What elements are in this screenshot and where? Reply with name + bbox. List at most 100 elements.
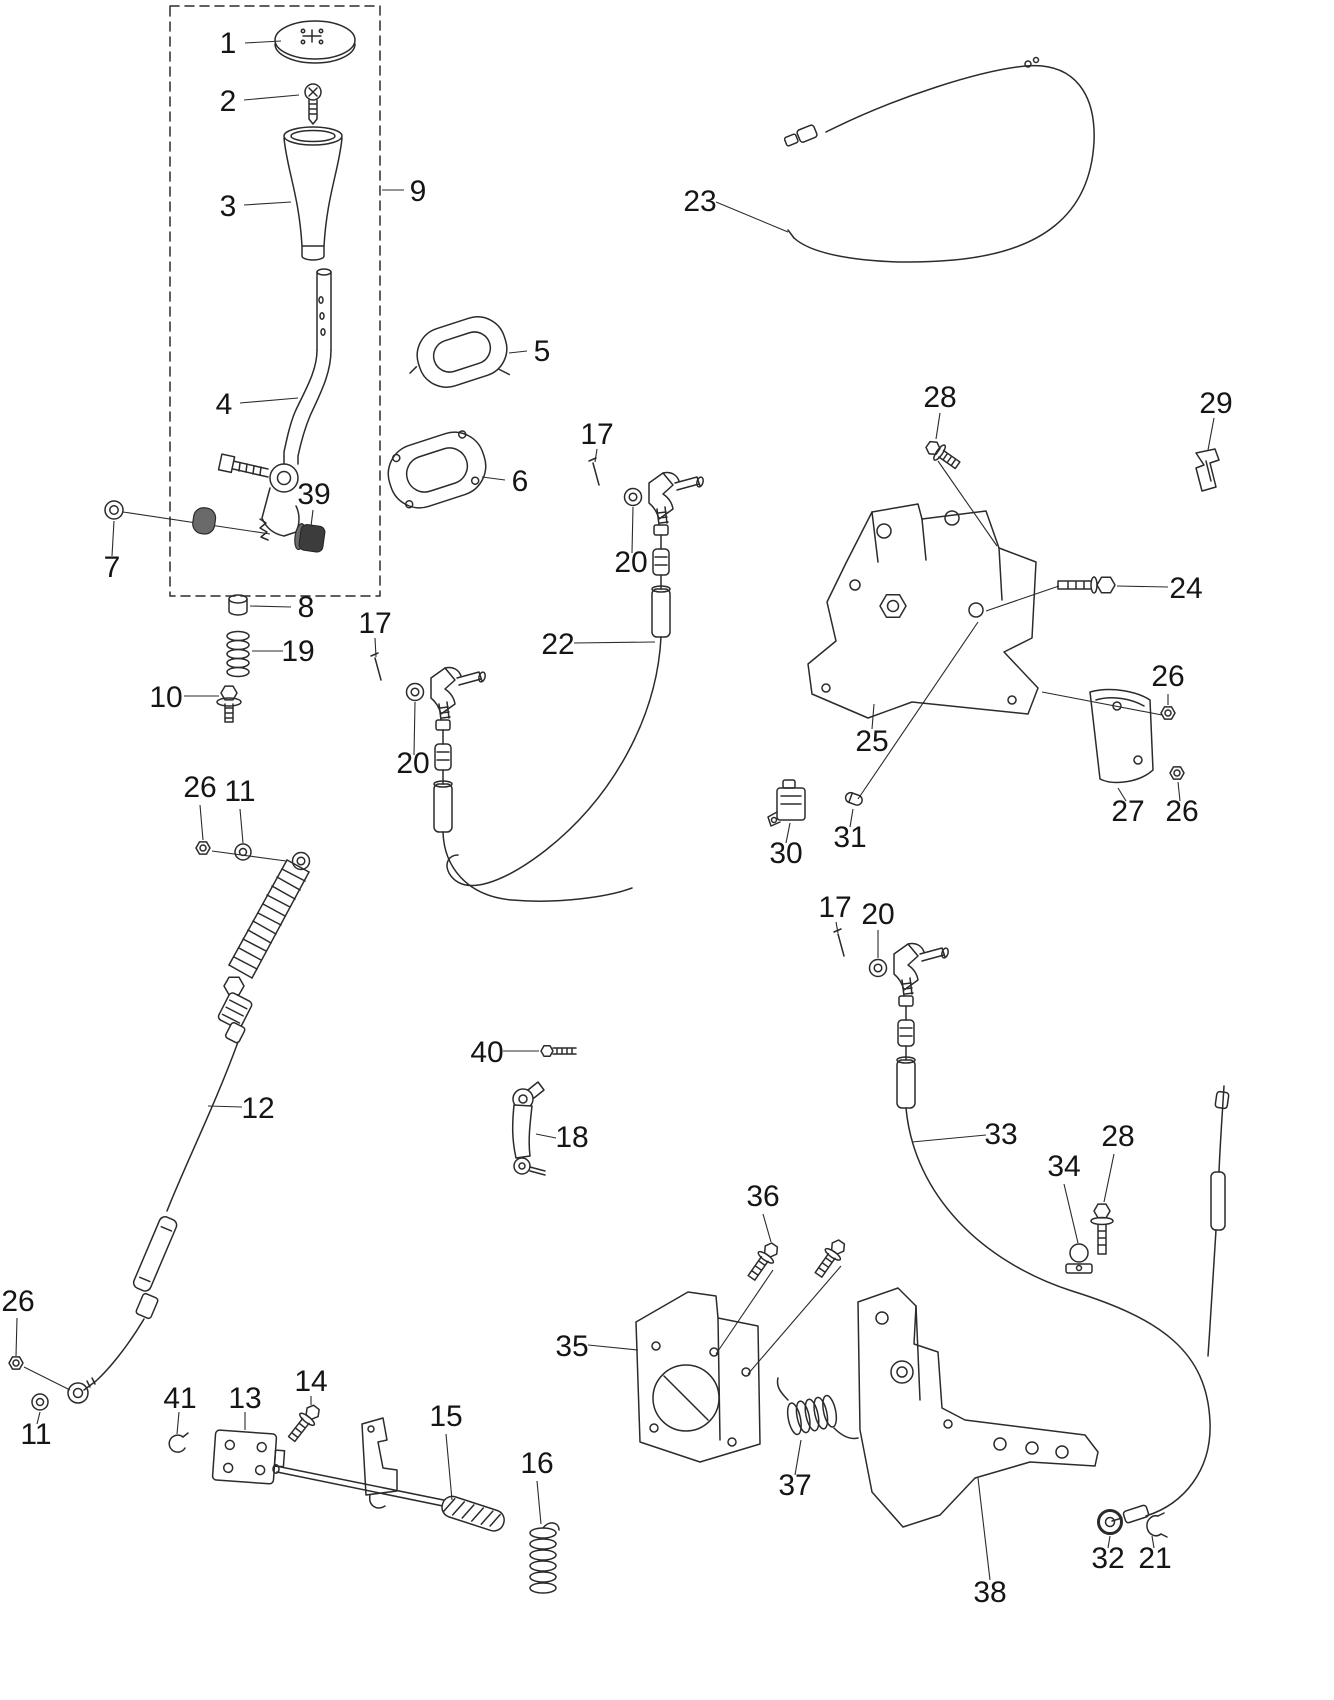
callout-2: 2 xyxy=(220,85,237,118)
part-6-gasket-plate xyxy=(387,430,487,509)
part-4-shift-lever xyxy=(217,268,332,541)
part-39-bushing xyxy=(294,523,326,553)
part-28-bolt-b xyxy=(1090,1203,1114,1255)
part-11-washer-b xyxy=(31,1393,49,1411)
part-41-clip xyxy=(168,1432,189,1453)
callout-33: 33 xyxy=(984,1118,1017,1151)
part-22-cable xyxy=(442,636,662,902)
part-29-clip xyxy=(1195,448,1220,492)
dashed-assembly-box xyxy=(169,5,381,597)
callout-41: 41 xyxy=(163,1382,196,1415)
part-37-spring xyxy=(776,1377,859,1440)
callout-labels: 1 2 3 4 9 5 6 7 39 8 19 10 17 20 22 23 2… xyxy=(1,27,1232,1609)
leader-lines xyxy=(15,40,1215,1581)
part-8-bushing xyxy=(228,594,248,616)
part-10-bolt xyxy=(216,685,242,723)
callout-22: 22 xyxy=(541,628,574,661)
part-26-nut-b xyxy=(1169,766,1185,780)
callout-20-a: 20 xyxy=(614,546,647,579)
part-2-screw xyxy=(304,83,322,125)
callout-16: 16 xyxy=(520,1447,553,1480)
callout-10: 10 xyxy=(149,681,182,714)
part-26-nut-c xyxy=(195,841,211,855)
part-26-nut-a xyxy=(1160,706,1176,720)
part-26-nut-d xyxy=(8,1356,24,1370)
callout-17-a: 17 xyxy=(580,418,613,451)
part-19-spring xyxy=(226,630,250,678)
part-21-clip xyxy=(1146,1512,1168,1538)
part-13-plate xyxy=(211,1429,286,1485)
callout-18: 18 xyxy=(555,1121,588,1154)
part-25-bracket xyxy=(807,503,1039,719)
callout-23: 23 xyxy=(683,185,716,218)
callout-39: 39 xyxy=(297,478,330,511)
part-20-clevis-c xyxy=(833,928,951,1109)
pivot-bushing xyxy=(192,507,217,535)
callout-15: 15 xyxy=(429,1400,462,1433)
part-15-rod-assembly xyxy=(272,1417,505,1532)
callout-20-b: 20 xyxy=(396,747,429,780)
callout-35: 35 xyxy=(555,1330,588,1363)
part-40-screw xyxy=(540,1045,577,1057)
callout-19: 19 xyxy=(281,635,314,668)
callout-3: 3 xyxy=(220,190,237,223)
part-20-clevis-b xyxy=(370,652,488,833)
callout-1: 1 xyxy=(220,27,237,60)
callout-9: 9 xyxy=(410,175,427,208)
callout-14: 14 xyxy=(294,1365,327,1398)
part-14-bolt xyxy=(287,1404,320,1443)
part-33-cable xyxy=(905,1085,1230,1524)
callout-40: 40 xyxy=(470,1036,503,1069)
part-12-cable xyxy=(67,851,311,1404)
callout-29: 29 xyxy=(1199,387,1232,420)
part-30-switch xyxy=(767,779,806,827)
callout-17-c: 17 xyxy=(818,891,851,924)
part-24-bolt xyxy=(1057,576,1116,594)
part-1-shift-knob-cap xyxy=(274,20,356,64)
callout-36: 36 xyxy=(746,1180,779,1213)
callout-12: 12 xyxy=(241,1092,274,1125)
callout-11-b: 11 xyxy=(20,1418,51,1451)
part-36-bolts xyxy=(747,1239,846,1281)
callout-28-a: 28 xyxy=(923,381,956,414)
callout-31: 31 xyxy=(833,821,866,854)
callout-4: 4 xyxy=(216,388,233,421)
part-28-bolt-a xyxy=(925,440,961,470)
callout-20-c: 20 xyxy=(861,898,894,931)
part-34-clamp xyxy=(1065,1243,1093,1274)
callout-11-a: 11 xyxy=(224,775,255,808)
callout-5: 5 xyxy=(534,335,551,368)
part-32-washer xyxy=(1097,1509,1123,1535)
callout-7: 7 xyxy=(104,551,121,584)
part-16-spring xyxy=(529,1522,560,1594)
part-5-gasket-plate xyxy=(409,316,511,388)
part-3-shift-boot xyxy=(283,126,343,261)
callout-26-a: 26 xyxy=(1151,660,1184,693)
part-11-washer-a xyxy=(234,843,252,861)
callout-28-b: 28 xyxy=(1101,1120,1134,1153)
part-38-pedal-bracket xyxy=(857,1287,1099,1528)
callout-26-b: 26 xyxy=(1165,795,1198,828)
callout-21: 21 xyxy=(1138,1542,1171,1575)
callout-26-d: 26 xyxy=(1,1285,34,1318)
callout-24: 24 xyxy=(1169,572,1202,605)
callout-26-c: 26 xyxy=(183,771,216,804)
callout-8: 8 xyxy=(298,591,315,624)
callout-37: 37 xyxy=(778,1469,811,1502)
assembly-guide-lines xyxy=(23,460,1163,1391)
callout-34: 34 xyxy=(1047,1150,1080,1183)
part-18-lever xyxy=(511,1081,546,1176)
callout-17-b: 17 xyxy=(358,607,391,640)
callout-32: 32 xyxy=(1091,1542,1124,1575)
part-7-ring xyxy=(104,500,124,520)
callout-25: 25 xyxy=(855,725,888,758)
callout-13: 13 xyxy=(228,1382,261,1415)
callout-27: 27 xyxy=(1111,795,1144,828)
callout-30: 30 xyxy=(769,837,802,870)
part-31-pin xyxy=(844,791,863,806)
part-23-cable xyxy=(783,56,1095,263)
callout-6: 6 xyxy=(512,465,529,498)
part-27-plate xyxy=(1089,688,1154,784)
